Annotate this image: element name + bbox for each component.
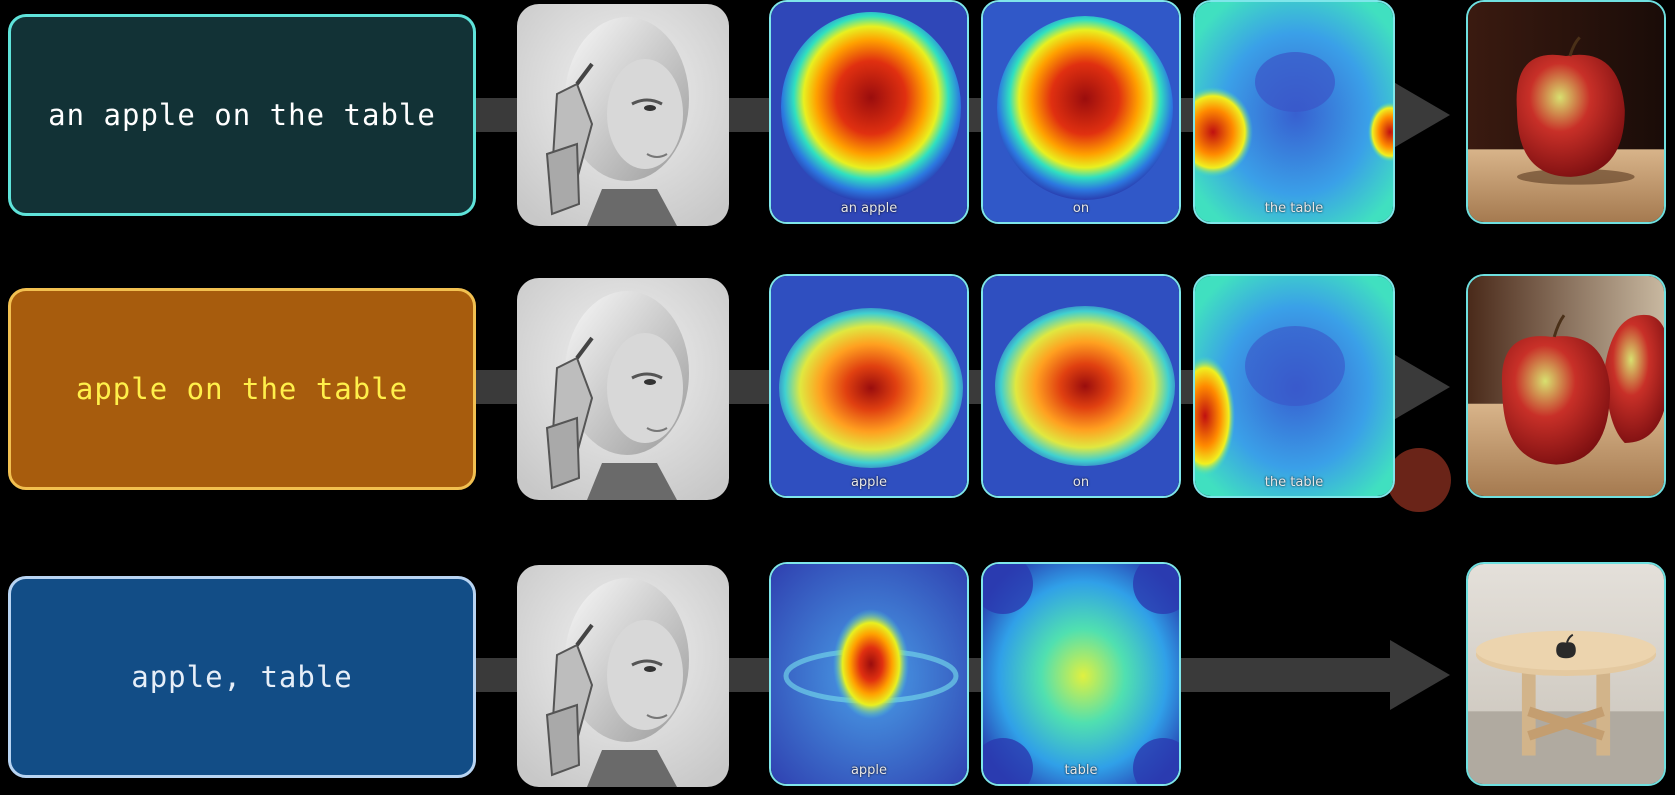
heatmap-label: an apple	[840, 201, 898, 216]
heatmap-row-3-table: table	[981, 562, 1181, 786]
result-image-row-2	[1466, 274, 1666, 498]
arrow-head-row-2	[1390, 352, 1450, 422]
prompt-text: apple on the table	[75, 372, 409, 406]
arrow-head-row-3	[1390, 640, 1450, 710]
cursor-dot	[1387, 448, 1451, 512]
prompt-box-row-2: apple on the table	[8, 288, 476, 490]
heatmap-row-1-on: on	[981, 0, 1181, 224]
heatmap-label: table	[1064, 763, 1098, 778]
heatmap-label: apple	[850, 763, 888, 778]
heatmap-label: the table	[1264, 201, 1324, 216]
heatmap-row-1-an-apple: an apple	[769, 0, 969, 224]
prompt-box-row-3: apple, table	[8, 576, 476, 778]
arrow-head-row-1	[1390, 80, 1450, 150]
robot-thinker-image-row-2	[517, 278, 729, 500]
heatmap-label: on	[1072, 475, 1090, 490]
prompt-box-row-1: an apple on the table	[8, 14, 476, 216]
heatmap-row-1-the-table: the table	[1193, 0, 1395, 224]
prompt-text: apple, table	[131, 660, 353, 694]
result-image-row-1	[1466, 0, 1666, 224]
heatmap-row-2-the-table: the table	[1193, 274, 1395, 498]
heatmap-row-2-apple: apple	[769, 274, 969, 498]
result-image-row-3	[1466, 562, 1666, 786]
heatmap-row-2-on: on	[981, 274, 1181, 498]
prompt-text: an apple on the table	[48, 98, 436, 132]
heatmap-label: on	[1072, 201, 1090, 216]
heatmap-label: the table	[1264, 475, 1324, 490]
heatmap-label: apple	[850, 475, 888, 490]
robot-thinker-image-row-3	[517, 565, 729, 787]
robot-thinker-image-row-1	[517, 4, 729, 226]
heatmap-row-3-apple: apple	[769, 562, 969, 786]
